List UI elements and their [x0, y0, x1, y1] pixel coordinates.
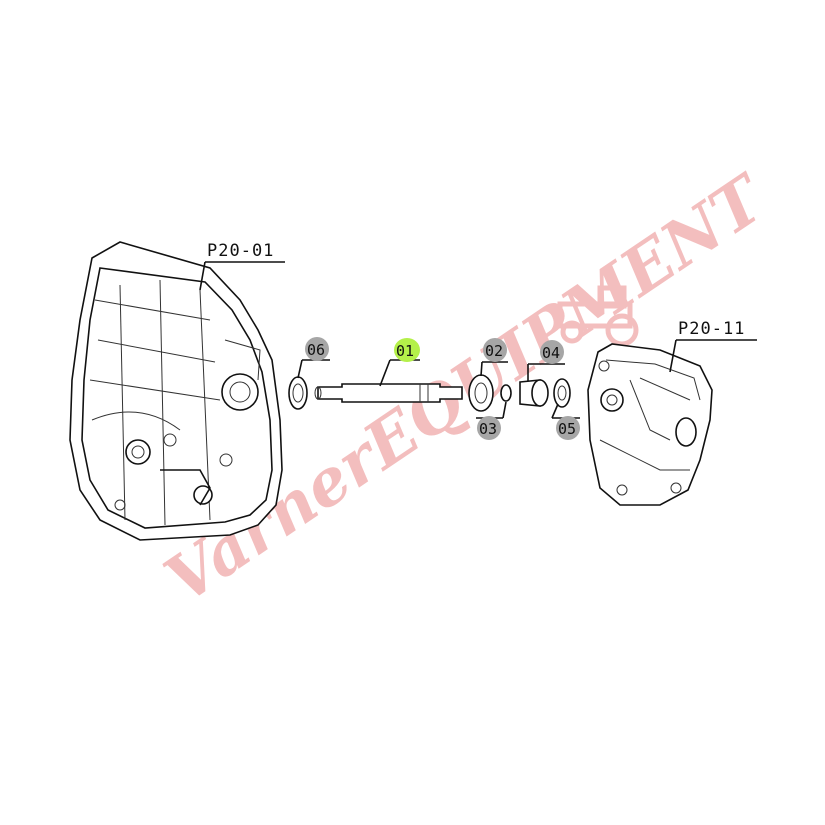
right-housing-label: P20-11	[669, 319, 757, 373]
part-02-bearing	[468, 374, 494, 412]
callout-06-badge	[305, 337, 329, 361]
callout-06-text: 06	[307, 341, 325, 359]
callout-04-badge	[540, 340, 564, 364]
callout-01-text: 01	[396, 342, 414, 360]
callout-02-badge	[483, 338, 507, 362]
callout-01-badge	[394, 338, 420, 362]
callout-05-badge	[556, 416, 580, 440]
callout-05-text: 05	[558, 420, 576, 438]
callout-03-badge	[477, 416, 501, 440]
callout-03: 03	[476, 401, 507, 440]
callout-06: 06	[297, 337, 330, 379]
right-housing-drawing	[587, 343, 713, 506]
watermark-tractor-icon	[557, 285, 639, 347]
left-housing-label-text: P20-01	[207, 241, 274, 261]
part-03-ring	[500, 384, 512, 402]
left-housing-label: P20-01	[199, 241, 285, 291]
callout-01: 01	[379, 338, 420, 387]
callout-05: 05	[551, 403, 580, 440]
part-04-gear	[519, 379, 549, 407]
part-01-shaft	[314, 383, 463, 403]
right-housing-label-text: P20-11	[678, 319, 745, 339]
callout-03-text: 03	[479, 420, 497, 438]
callout-02-text: 02	[485, 342, 503, 360]
part-06-seal	[288, 376, 308, 410]
callout-02: 02	[480, 338, 508, 377]
callout-04-text: 04	[542, 344, 560, 362]
part-05-washer	[553, 378, 571, 408]
callout-04: 04	[527, 340, 565, 381]
left-housing-drawing	[69, 241, 283, 541]
